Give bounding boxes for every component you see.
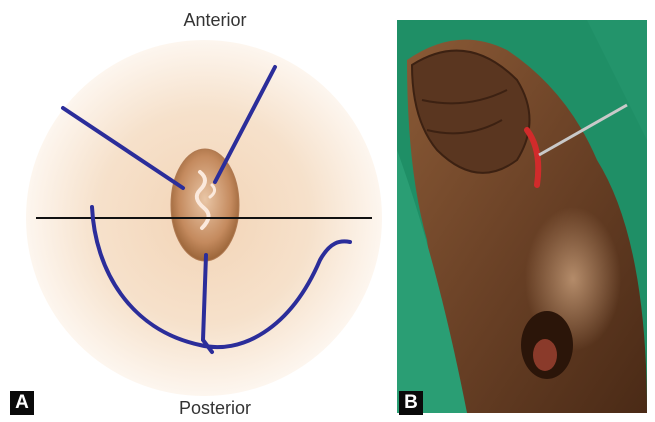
diagram-panel-a: Anterior Posterior A (0, 0, 390, 422)
panel-letter-b: B (399, 391, 423, 415)
incision-diagram (0, 0, 390, 422)
posterior-label: Posterior (150, 398, 280, 419)
clinical-photo (397, 20, 647, 413)
anterior-label: Anterior (155, 10, 275, 31)
panel-letter-a: A (10, 391, 34, 415)
clinical-photo-panel-b (397, 20, 647, 413)
perineal-lesion (171, 149, 239, 261)
